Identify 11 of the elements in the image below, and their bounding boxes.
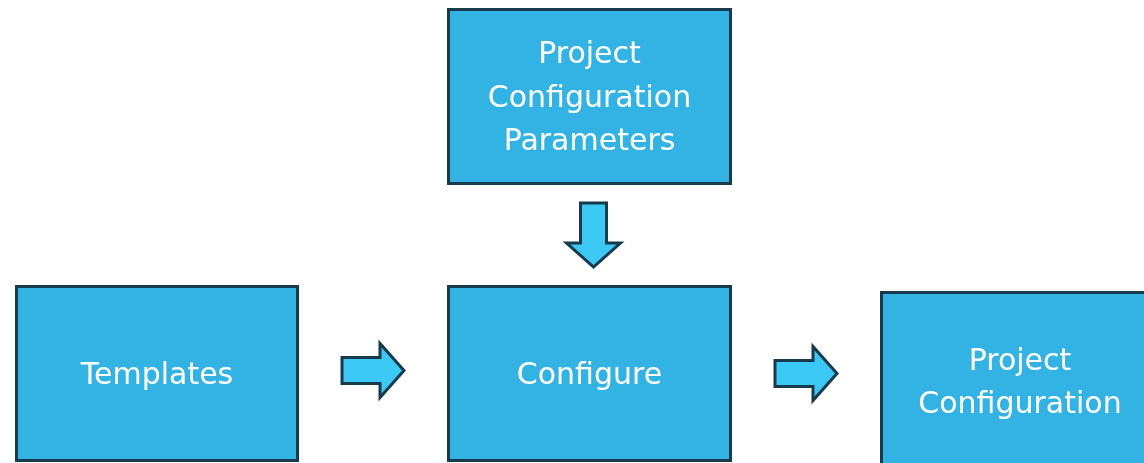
process-box (447, 285, 732, 462)
box-label: Project Configuration Parameters (486, 34, 693, 160)
box-label: Templates (80, 354, 234, 393)
block-arrow (773, 342, 839, 405)
process-box (447, 8, 732, 185)
block-arrow (340, 339, 406, 402)
process-box (880, 291, 1144, 463)
box-label: Configure (516, 354, 663, 393)
process-box (15, 285, 299, 462)
block-arrow (562, 201, 625, 269)
box-label: Project Configuration (917, 340, 1123, 422)
